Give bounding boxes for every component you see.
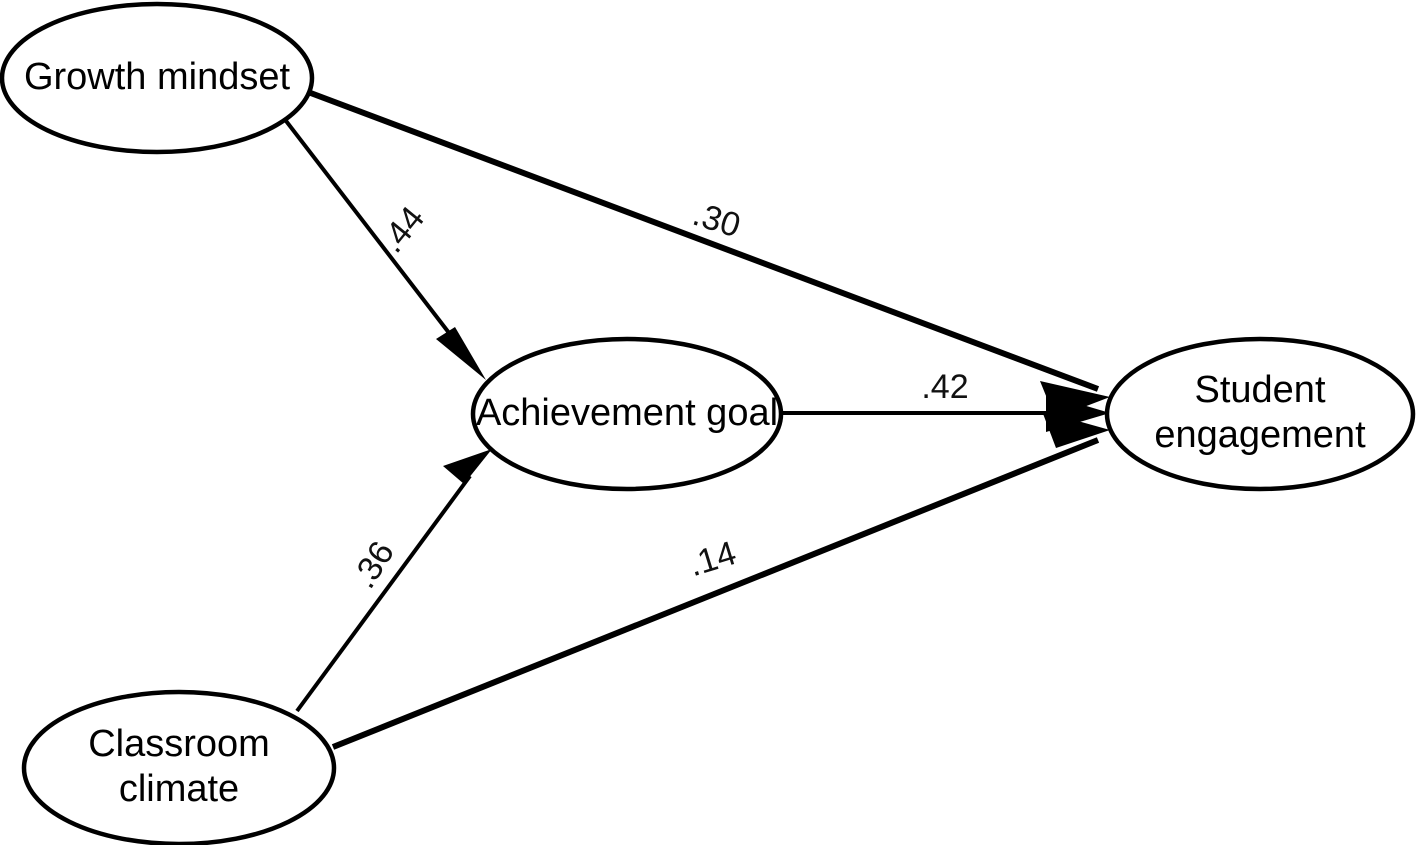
node-growth-mindset[interactable]: Growth mindset: [0, 1, 315, 155]
node-label-classroom-climate-line1: Classroom: [88, 723, 270, 765]
coefficient-label-gm-ag: .44: [373, 199, 432, 260]
node-student-engagement[interactable]: Student engagement: [1104, 336, 1416, 492]
arrow-head-cc-se: [1042, 411, 1110, 448]
node-ellipse-student-engagement[interactable]: [1104, 336, 1416, 492]
node-label-classroom-climate-line2: climate: [119, 768, 239, 810]
node-label-student-engagement-line1: Student: [1195, 369, 1326, 411]
arrow-head-gm-ag: [436, 327, 486, 380]
node-achievement-goal[interactable]: Achievement goal: [470, 336, 784, 492]
edge-classroom-climate-to-achievement-goal: [295, 449, 492, 713]
node-label-student-engagement-line2: engagement: [1154, 414, 1366, 456]
edge-growth-mindset-to-achievement-goal: [281, 115, 486, 380]
edge-line-cc-se: [331, 437, 1100, 750]
arrow-head-cc-ag: [443, 449, 492, 484]
coefficient-value-36: .36: [345, 535, 402, 595]
edge-line-gm-ag: [281, 115, 468, 357]
node-ellipse-achievement-goal[interactable]: [470, 336, 784, 492]
edge-line-cc-ag: [295, 474, 472, 713]
edge-line-gm-se: [306, 89, 1100, 392]
node-ellipse-growth-mindset[interactable]: [0, 1, 315, 155]
coefficient-value-44: .44: [373, 199, 432, 260]
node-label-growth-mindset: Growth mindset: [24, 56, 291, 98]
node-classroom-climate[interactable]: Classroom climate: [21, 689, 337, 845]
edge-classroom-climate-to-student-engagement: [331, 411, 1110, 750]
coefficient-label-ag-se: .42: [921, 368, 968, 406]
coefficient-label-cc-se: .14: [684, 534, 740, 584]
node-ellipse-classroom-climate[interactable]: [21, 689, 337, 845]
coefficient-value-42: .42: [921, 368, 968, 406]
coefficient-value-14: .14: [684, 534, 740, 584]
node-label-achievement-goal: Achievement goal: [476, 392, 778, 434]
coefficient-label-cc-ag: .36: [345, 535, 402, 595]
